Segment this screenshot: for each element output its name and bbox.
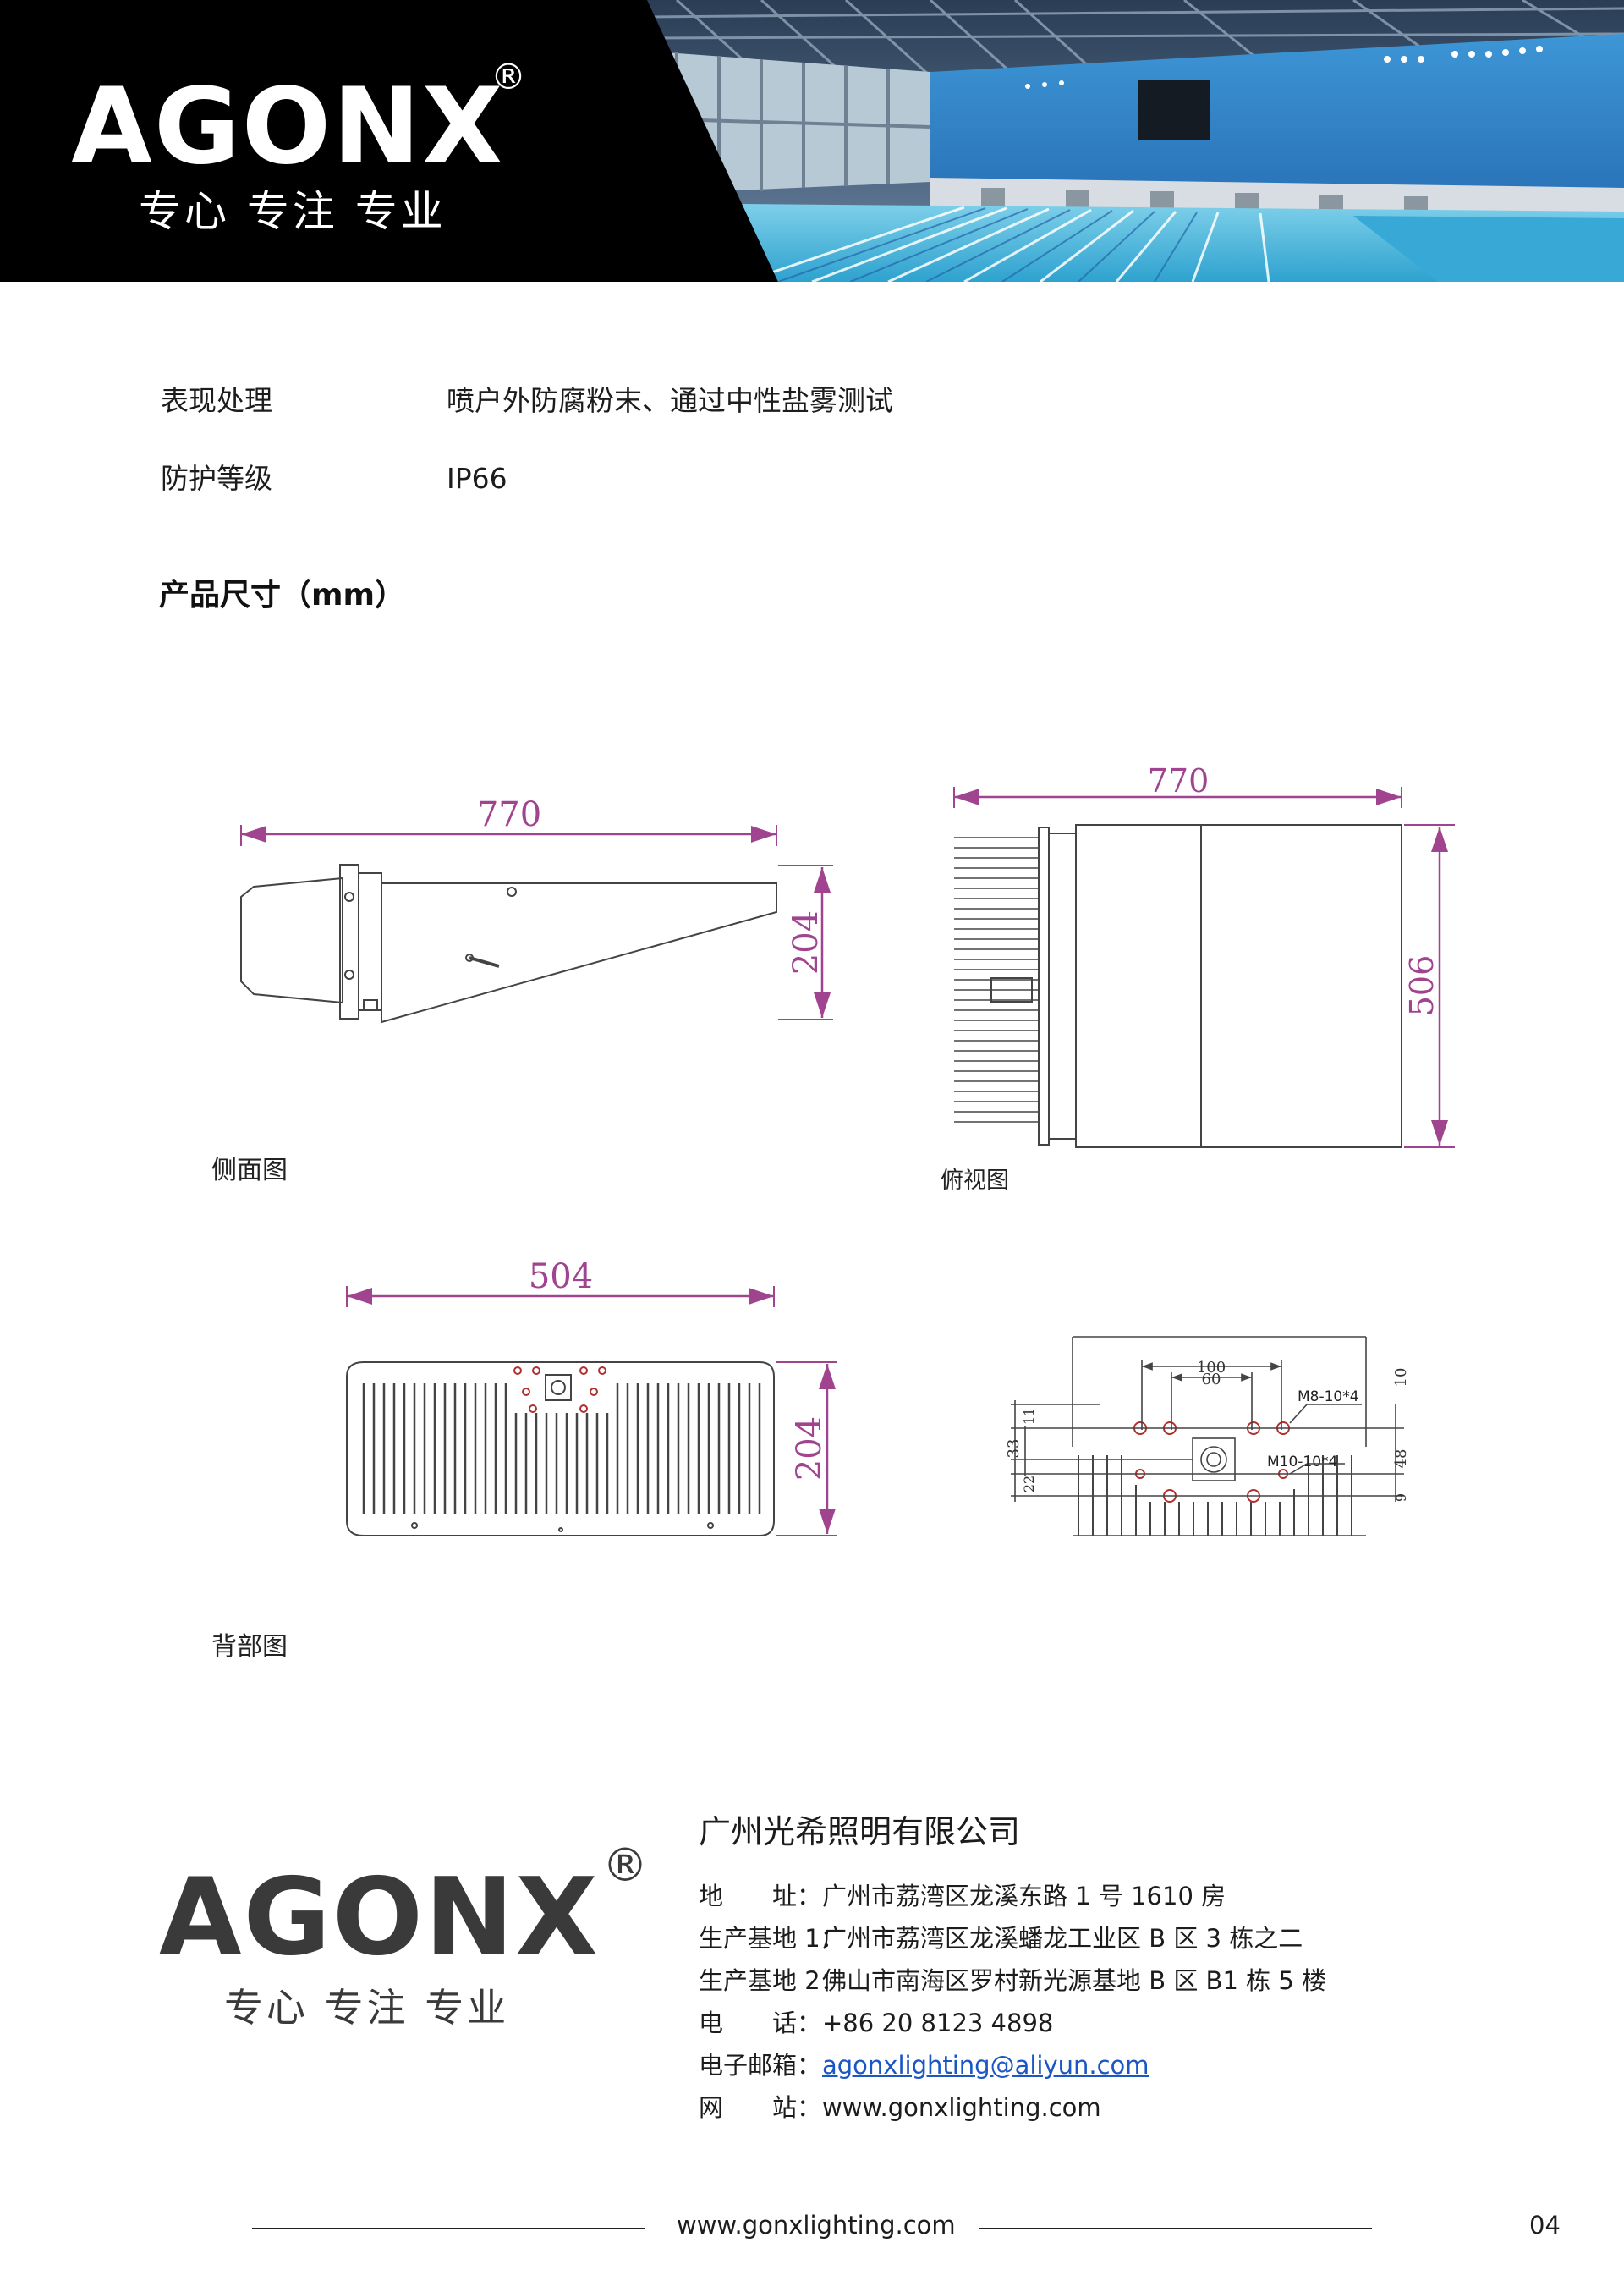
address-label: 地 址：: [699, 1882, 822, 1910]
spec-value-surface: 喷户外防腐粉末、通过中性盐雾测试: [447, 384, 893, 417]
spec-label-surface: 表现处理: [161, 384, 272, 417]
side-view-drawing: [240, 825, 833, 1024]
spec-label-protection: 防护等级: [161, 462, 272, 495]
top-view-caption: 俯视图: [941, 1168, 1009, 1194]
phone-label: 电 话：: [699, 2009, 822, 2037]
website-label: 网 站：: [699, 2093, 822, 2122]
header-banner: [0, 0, 1624, 282]
base2-value: 佛山市南海区罗村新光源基地 B 区 B1 栋 5 楼: [822, 1966, 1327, 1995]
pool-photo: [0, 0, 1624, 282]
phone-row: 电 话：+86 20 8123 4898: [699, 2011, 1053, 2036]
email-link[interactable]: agonxlighting@aliyun.com: [822, 2051, 1149, 2080]
side-width-label: 770: [477, 795, 541, 834]
email-row: 电子邮箱：agonxlighting@aliyun.com: [699, 2053, 1149, 2078]
base2-label: 生产基地 2：: [699, 1966, 845, 1995]
base1-label: 生产基地 1：: [699, 1924, 845, 1953]
mount-dim-100: 100: [1197, 1359, 1226, 1377]
base2-row: 生产基地 2：佛山市南海区罗村新光源基地 B 区 B1 栋 5 楼: [699, 1969, 1326, 1993]
address-value: 广州市荔湾区龙溪东路 1 号 1610 房: [822, 1882, 1226, 1910]
back-view-caption: 背部图: [211, 1632, 288, 1662]
mount-dim-11: 11: [1021, 1408, 1037, 1425]
mount-dim-22: 22: [1021, 1476, 1037, 1492]
header-registered-mark: ®: [491, 56, 526, 97]
page-number: 04: [1529, 2211, 1561, 2240]
website-row: 网 站：www.gonxlighting.com: [699, 2096, 1101, 2120]
header-logo: AGONX: [71, 66, 505, 188]
phone-value: +86 20 8123 4898: [822, 2009, 1054, 2037]
base1-value: 广州市荔湾区龙溪蟠龙工业区 B 区 3 栋之二: [822, 1924, 1303, 1953]
side-view-caption: 侧面图: [211, 1156, 288, 1185]
top-view-drawing: [953, 787, 1455, 1148]
footer-registered-mark: ®: [602, 1839, 648, 1892]
technical-drawings: 770 204: [240, 762, 1455, 1536]
back-view-drawing: [346, 1286, 837, 1536]
mount-dim-48: 48: [1392, 1449, 1410, 1469]
top-width-label: 770: [1148, 762, 1210, 800]
footer-url[interactable]: www.gonxlighting.com: [677, 2211, 956, 2240]
footer-tagline: 专心 专注 专业: [224, 1985, 510, 2031]
mount-dim-9: 9: [1393, 1493, 1409, 1502]
top-depth-label: 506: [1403, 955, 1440, 1017]
address-row: 地 址：广州市荔湾区龙溪东路 1 号 1610 房: [699, 1884, 1226, 1909]
mount-detail-drawing: [1011, 1336, 1404, 1536]
back-width-label: 504: [529, 1257, 593, 1296]
email-label: 电子邮箱：: [699, 2051, 822, 2080]
base1-row: 生产基地 1：广州市荔湾区龙溪蟠龙工业区 B 区 3 栋之二: [699, 1926, 1303, 1951]
footer-divider-right: [979, 2228, 1372, 2229]
footer-logo: AGONX: [159, 1855, 600, 1979]
dimensions-title: 产品尺寸（mm）: [159, 578, 406, 613]
mount-dim-10: 10: [1392, 1368, 1410, 1388]
header-tagline: 专心 专注 专业: [139, 187, 447, 236]
mount-dim-33: 33: [1005, 1439, 1023, 1459]
mount-dim-60: 60: [1202, 1371, 1221, 1388]
mount-hole-m8: M8-10*4: [1298, 1388, 1359, 1405]
back-height-label: 204: [790, 1416, 829, 1481]
mount-hole-m10: M10-10*4: [1267, 1454, 1337, 1470]
company-name: 广州光希照明有限公司: [699, 1813, 1021, 1850]
side-height-label: 204: [787, 910, 826, 975]
footer-divider-left: [252, 2228, 645, 2229]
website-value[interactable]: www.gonxlighting.com: [822, 2093, 1101, 2122]
spec-value-protection: IP66: [447, 462, 508, 495]
